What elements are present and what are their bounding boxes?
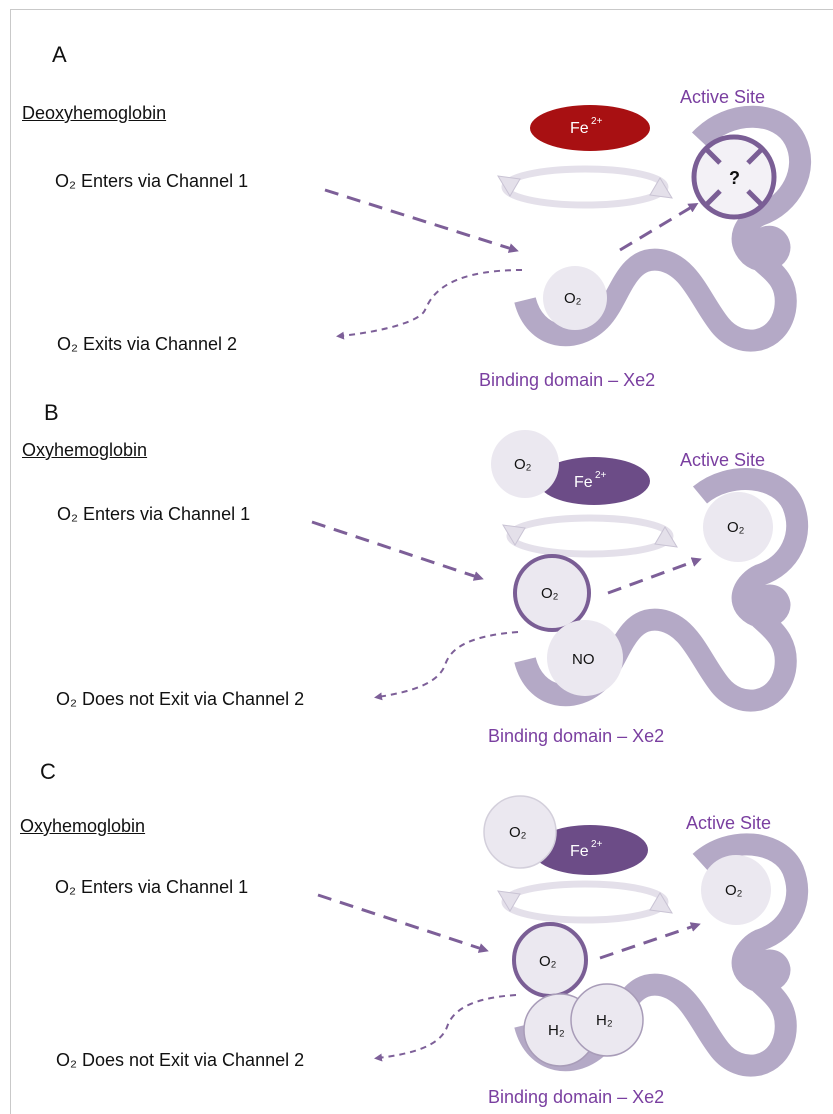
panel-a-iron-sup: 2+ xyxy=(591,116,603,127)
panel-b-bound-o2-label: O₂ xyxy=(514,456,532,473)
panel-b-channel-o2-label: O₂ xyxy=(541,585,559,602)
panel-c-rotation-ring xyxy=(505,884,665,920)
panel-b-iron-sup: 2+ xyxy=(595,470,607,481)
panel-a-exit-arrow xyxy=(340,270,522,336)
panel-b-pocket-label: NO xyxy=(572,651,595,668)
panel-a-iron-ellipse xyxy=(530,105,650,151)
panel-c-graphic: Fe 2+ O₂ O₂ O₂ H₂ H₂ xyxy=(318,796,797,1066)
panel-b-rotation-ring xyxy=(510,518,670,554)
panel-c-active-site-label-o2: O₂ xyxy=(725,882,743,899)
panel-b-active-site-label-o2: O₂ xyxy=(727,519,745,536)
panel-a-graphic: Fe 2+ ? O₂ xyxy=(325,105,800,341)
panel-c-bound-o2-label: O₂ xyxy=(509,824,527,841)
panel-a-rotation-ring xyxy=(505,169,665,205)
panel-a-enter-arrow xyxy=(325,190,515,250)
panel-b-graphic: Fe 2+ O₂ O₂ O₂ NO xyxy=(312,430,797,701)
panel-a-pocket-label: O₂ xyxy=(564,290,582,307)
panel-c-enter-arrow xyxy=(318,895,485,950)
panel-a-active-site-question: ? xyxy=(729,168,740,188)
panel-c-exit-arrow xyxy=(378,995,516,1058)
panel-a-to-site-arrow xyxy=(620,205,695,250)
panel-c-pocket-label-2: H₂ xyxy=(596,1012,613,1029)
panel-b-enter-arrow xyxy=(312,522,480,578)
panel-b-to-site-arrow xyxy=(608,560,698,593)
panel-c-channel-o2-label: O₂ xyxy=(539,953,557,970)
panel-c-to-site-arrow xyxy=(600,925,697,958)
panel-c-iron-label: Fe xyxy=(570,843,589,860)
panel-a-iron-label: Fe xyxy=(570,120,589,137)
panel-c-pocket-label-1: H₂ xyxy=(548,1022,565,1039)
panel-b-iron-label: Fe xyxy=(574,474,593,491)
panel-c-iron-sup: 2+ xyxy=(591,839,603,850)
panel-b-exit-arrow xyxy=(378,632,518,697)
